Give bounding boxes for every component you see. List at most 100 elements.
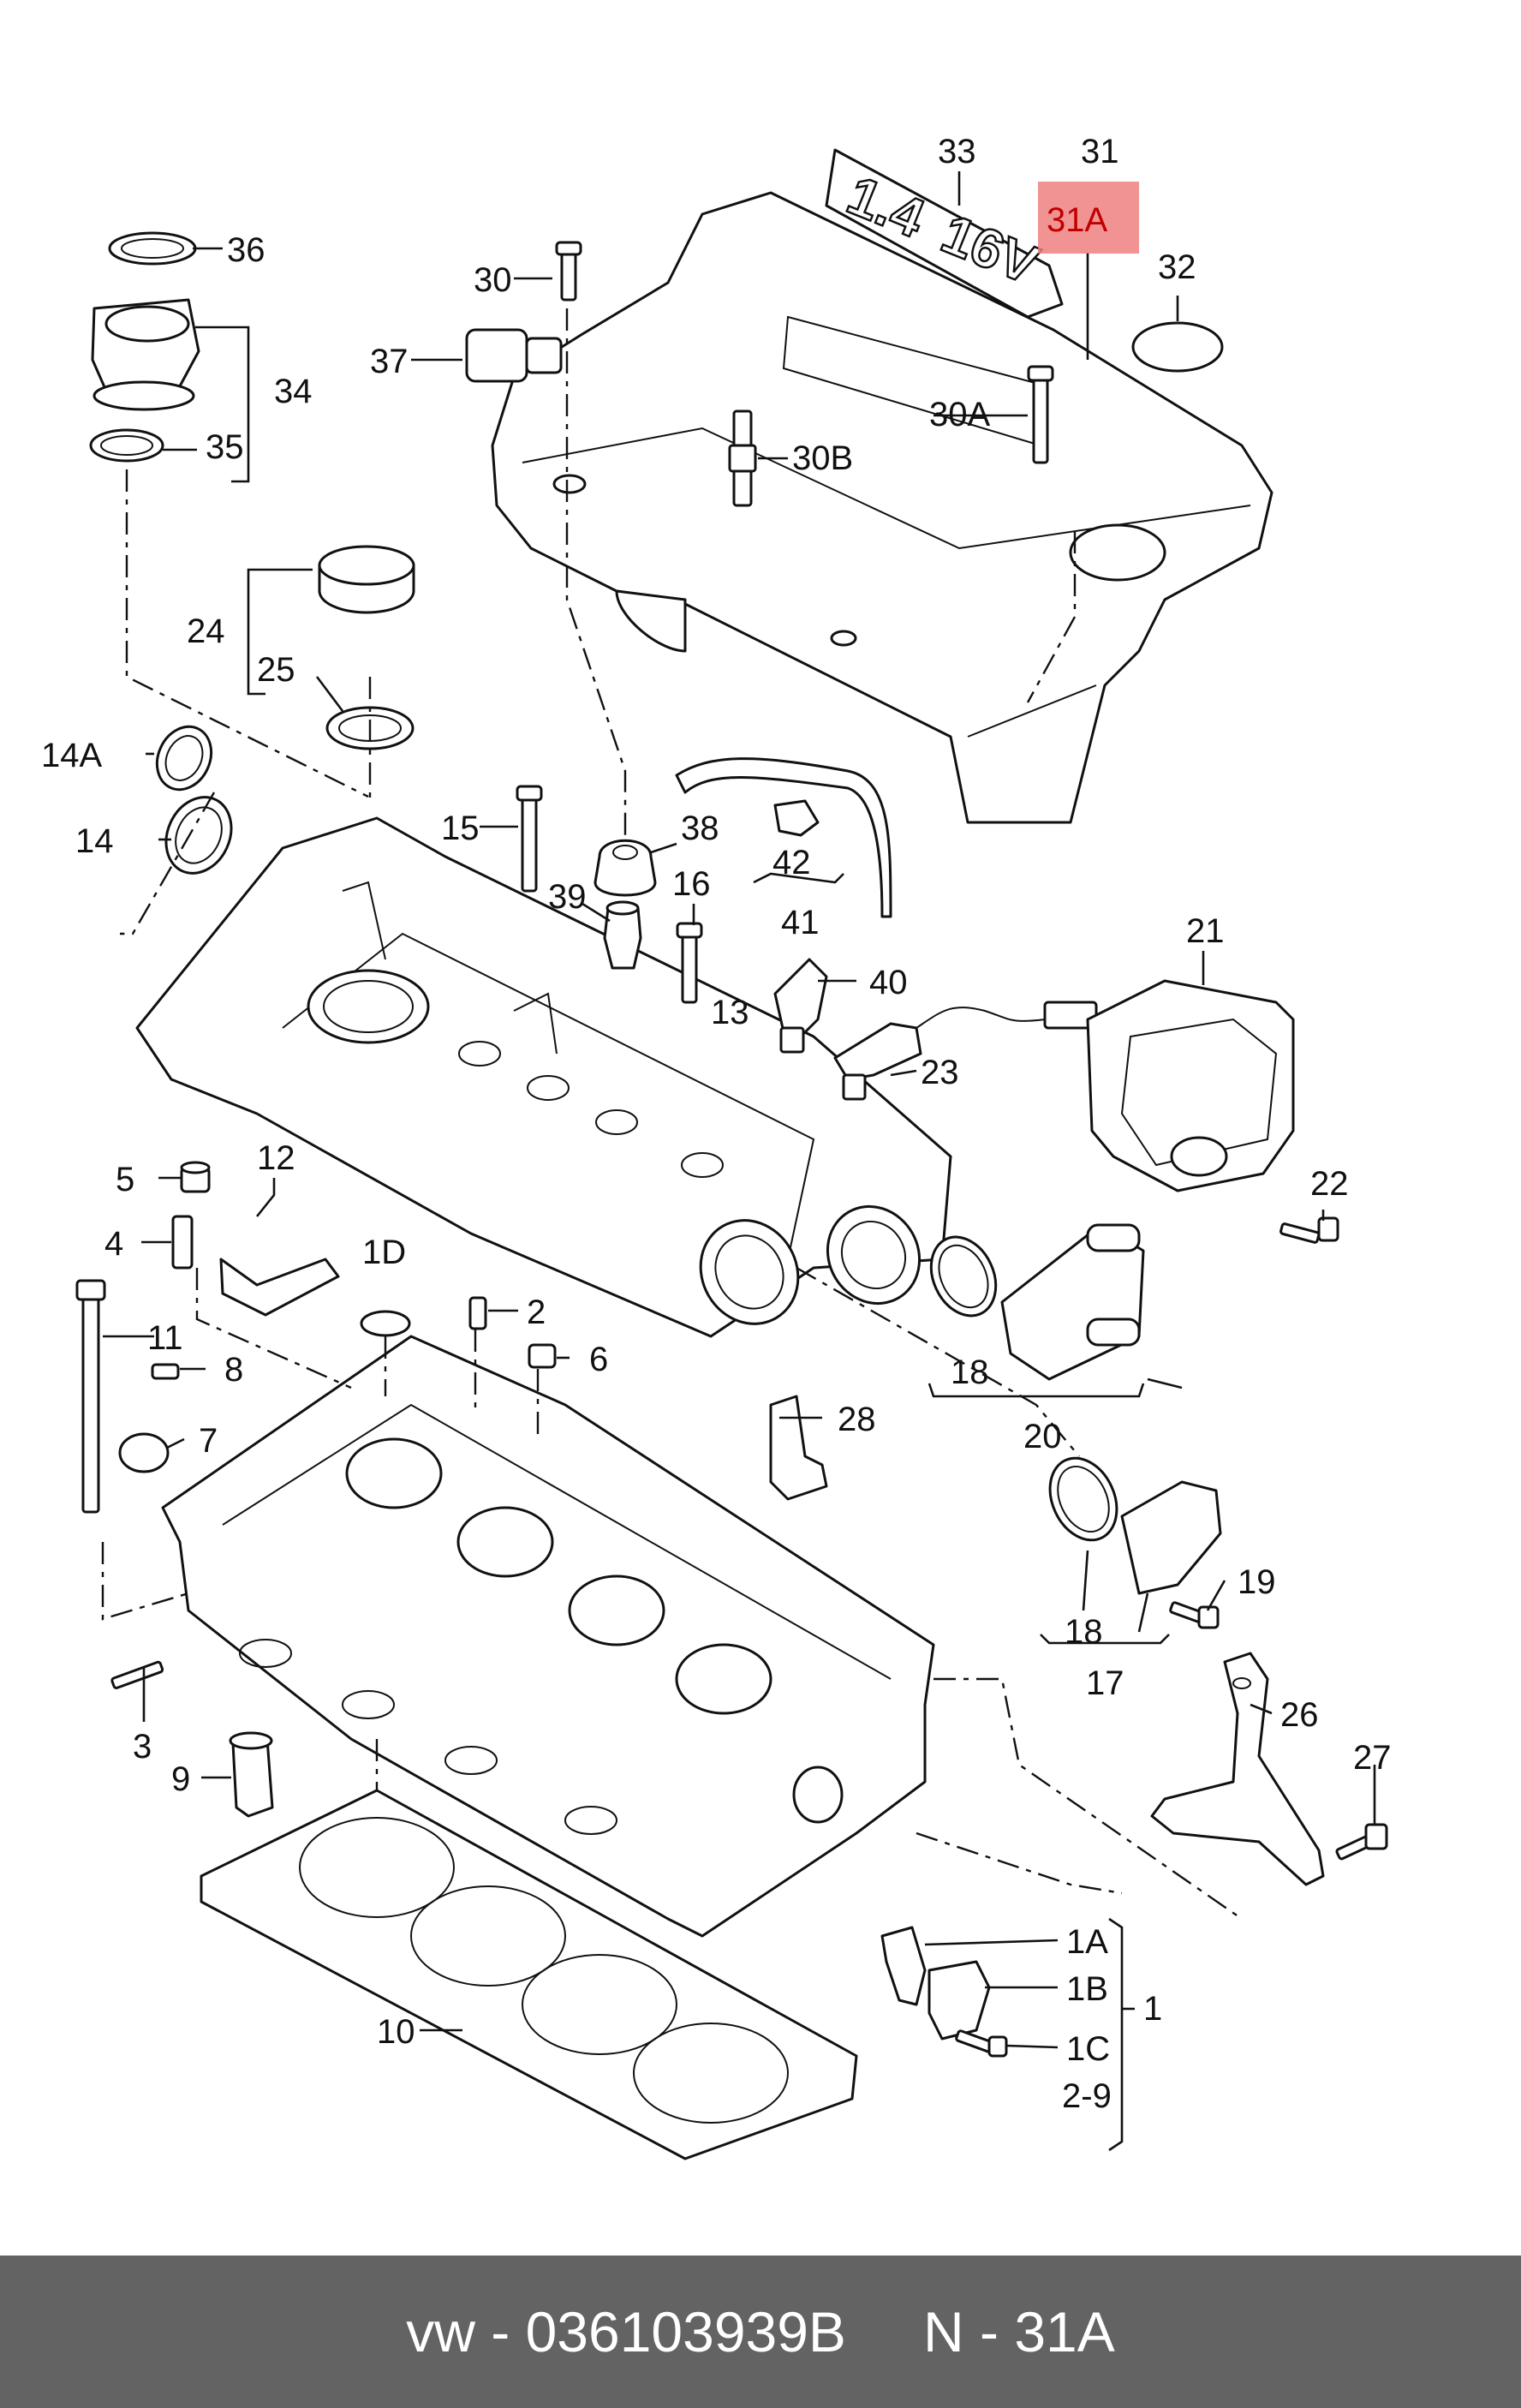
- callout-14a: 14A: [41, 737, 102, 774]
- callout-41: 41: [781, 904, 820, 941]
- callout-23: 23: [921, 1054, 959, 1091]
- bush-39: [603, 900, 642, 970]
- camshaft-housing-13: [135, 816, 952, 1338]
- callout-17: 17: [1086, 1664, 1124, 1702]
- callout-highlight: [1038, 182, 1139, 254]
- callout-24: 24: [187, 612, 225, 650]
- ring-36: [108, 231, 197, 266]
- callout-6: 6: [589, 1341, 608, 1378]
- sensor-23: [833, 1001, 1098, 1101]
- assembly-line: [120, 792, 216, 935]
- callout-39: 39: [548, 878, 587, 916]
- callout-30a: 30A: [929, 396, 990, 433]
- assembly-line: [125, 469, 369, 798]
- stud-3: [110, 1660, 164, 1689]
- part-number: 036103939B: [525, 2300, 846, 2363]
- assembly-line: [195, 1268, 352, 1389]
- seal-18b: [1048, 1456, 1118, 1542]
- gasket-1a: [880, 1926, 927, 2006]
- callout-28: 28: [838, 1401, 876, 1438]
- callout-7: 7: [199, 1422, 218, 1460]
- oil-cap-24: [318, 545, 415, 614]
- callout-33: 33: [938, 133, 976, 170]
- callout-30b: 30B: [792, 439, 853, 477]
- callout-2: 2: [527, 1294, 546, 1331]
- stud-30b: [728, 409, 757, 507]
- callout-1: 1: [1143, 1990, 1162, 2028]
- assembly-line: [796, 1266, 1080, 1457]
- grommet-38: [593, 839, 657, 897]
- valve-20: [1000, 1223, 1145, 1381]
- callout-19: 19: [1238, 1563, 1276, 1601]
- callout-34: 34: [274, 373, 313, 410]
- assembly-line: [101, 1542, 189, 1621]
- ring-35: [89, 428, 164, 463]
- plug-37: [465, 328, 563, 383]
- seal-14: [164, 796, 233, 875]
- callout-22: 22: [1310, 1165, 1349, 1203]
- pin-2: [468, 1296, 487, 1330]
- leader-lines: [103, 171, 1376, 2152]
- footer-dash: -: [491, 2300, 510, 2363]
- callout-18a: 18: [951, 1353, 989, 1391]
- callout-16: 16: [672, 865, 711, 903]
- exploded-parts-diagram: 1.4 16V: [41, 133, 1392, 2160]
- bolt-27: [1335, 1823, 1388, 1861]
- callout-8: 8: [224, 1351, 243, 1389]
- assembly-line: [565, 308, 627, 835]
- callout-9: 9: [171, 1760, 190, 1798]
- pin-4: [171, 1215, 194, 1270]
- callout-38: 38: [681, 810, 719, 847]
- callout-13: 13: [711, 994, 749, 1031]
- plug-7: [118, 1432, 170, 1473]
- bolt-30: [555, 241, 582, 302]
- bolt-15: [516, 785, 543, 893]
- callout-1d: 1D: [362, 1234, 406, 1271]
- bolt-11: [75, 1279, 106, 1514]
- seal-18a: [929, 1235, 998, 1318]
- assembly-line: [1026, 531, 1077, 703]
- callout-25: 25: [257, 651, 295, 689]
- callout-30: 30: [474, 261, 512, 299]
- callout-1b: 1B: [1066, 1970, 1108, 2008]
- pump-17: [1120, 1480, 1222, 1595]
- callout-12: 12: [257, 1139, 295, 1177]
- callout-4: 4: [104, 1225, 123, 1263]
- callout-36: 36: [227, 231, 265, 269]
- sensor-40: [773, 958, 828, 1054]
- seal-14a: [155, 725, 213, 792]
- callout-37: 37: [370, 343, 409, 380]
- pin-8: [151, 1363, 180, 1380]
- callout-3: 3: [133, 1728, 152, 1766]
- bolt-16: [676, 922, 703, 1004]
- callout-2-9: 2-9: [1062, 2077, 1112, 2115]
- bracket-28: [769, 1395, 828, 1501]
- callout-14: 14: [75, 822, 114, 860]
- seal-32: [1131, 321, 1224, 373]
- callout-21: 21: [1186, 912, 1225, 950]
- plug-5: [180, 1161, 211, 1193]
- callout-15: 15: [441, 810, 480, 847]
- callout-20: 20: [1023, 1418, 1062, 1455]
- plug-6: [528, 1343, 557, 1369]
- callout-10: 10: [377, 2013, 415, 2051]
- callout-32: 32: [1158, 248, 1196, 286]
- brand-label: vw: [406, 2300, 475, 2363]
- assembly-line: [933, 1677, 1243, 1920]
- bolt-19: [1169, 1601, 1220, 1629]
- callout-26: 26: [1280, 1696, 1319, 1734]
- callout-5: 5: [116, 1161, 134, 1198]
- callout-31a: 31A: [1047, 201, 1107, 239]
- flange-34: [91, 298, 200, 411]
- bolt-22: [1279, 1216, 1339, 1244]
- seal-1d: [360, 1310, 411, 1337]
- bolt-1c: [955, 2029, 1008, 2058]
- assembly-line: [916, 1831, 1123, 1895]
- sealant-12: [219, 1258, 340, 1317]
- bolt-30a: [1027, 365, 1054, 464]
- callout-31: 31: [1081, 133, 1119, 170]
- callout-1a: 1A: [1066, 1923, 1108, 1961]
- cylinder-head: [161, 1335, 935, 1938]
- callout-1c: 1C: [1066, 2030, 1110, 2068]
